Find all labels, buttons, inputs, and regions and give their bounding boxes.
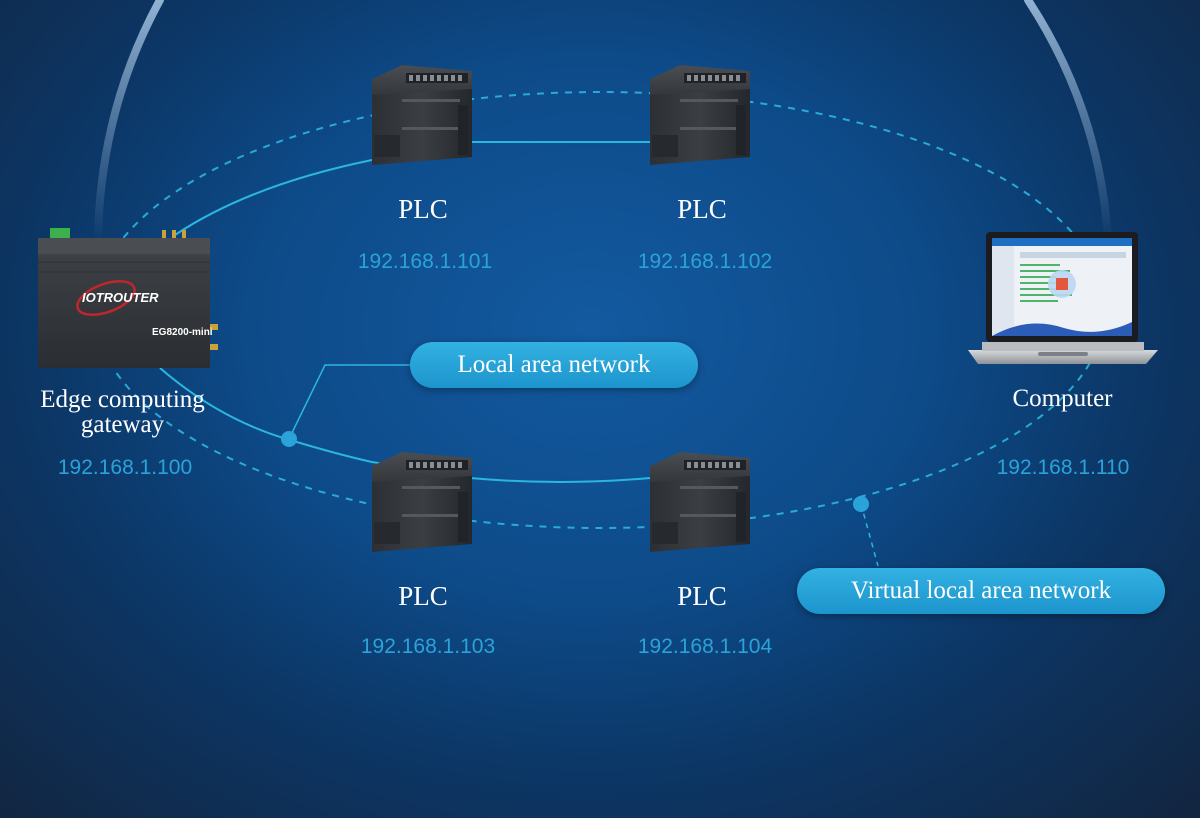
gateway-label-line2: gateway [80, 411, 165, 438]
plc-label: PLC [398, 581, 448, 611]
globe-arc-right [1024, 0, 1112, 244]
vlan-node-dot [853, 496, 869, 512]
vlan-callout-line [860, 503, 879, 567]
vlan-ring [94, 91, 1106, 529]
vlan-callout: Virtual local area network [797, 568, 1165, 614]
plc-device-icon [650, 452, 750, 552]
plc-label: PLC [677, 581, 727, 611]
plc-device-icon [650, 65, 750, 165]
edge-gateway-icon [38, 228, 218, 368]
plc-ip: 192.168.1.101 [357, 250, 493, 273]
gateway-model: EG8200-mini [152, 327, 213, 338]
lan-node-dot [281, 431, 297, 447]
lan-callout-line [288, 364, 410, 440]
plc-device-icon [372, 65, 472, 165]
computer-ip: 192.168.1.110 [996, 456, 1130, 479]
plc-ip: 192.168.1.104 [637, 635, 773, 658]
plc-device-icon [372, 452, 472, 552]
plc-label: PLC [677, 194, 727, 224]
laptop-icon [968, 232, 1158, 364]
lan-callout: Local area network [410, 342, 698, 388]
plc-ip: 192.168.1.103 [360, 635, 496, 658]
gateway-label-line1: Edge computing [40, 386, 205, 413]
plc-label: PLC [398, 194, 448, 224]
globe-arc-left [94, 0, 164, 244]
plc-ip: 192.168.1.102 [637, 250, 773, 273]
gateway-ip: 192.168.1.100 [57, 456, 193, 479]
gateway-brand: IOTROUTER [82, 290, 159, 305]
computer-label: Computer [1012, 385, 1113, 412]
